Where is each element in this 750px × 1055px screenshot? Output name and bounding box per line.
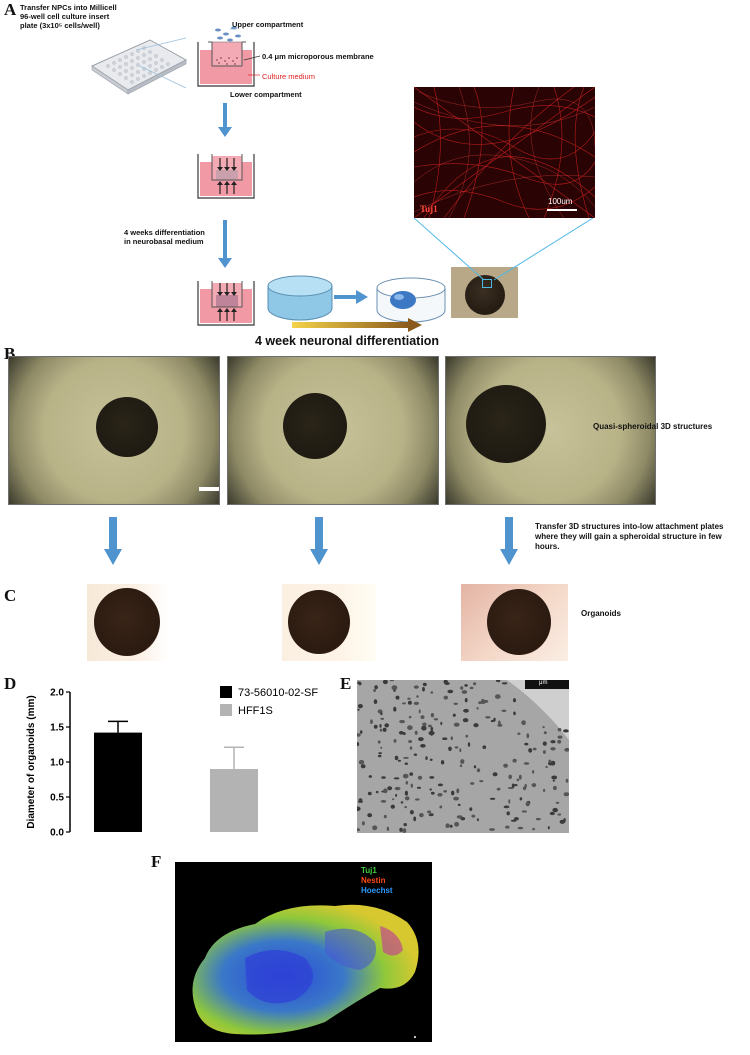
dish-with-organoid-illustration	[376, 277, 446, 323]
bar-2	[210, 769, 258, 832]
organoid-2	[288, 590, 350, 654]
immunofluorescence-image: Tuj1 Nestin Hoechst	[175, 862, 432, 1042]
right-arrow	[334, 290, 368, 304]
transfer-line-2: where they will gain a spheroidal struct…	[535, 532, 722, 541]
panel-label-c: C	[4, 586, 17, 605]
culture-dish-illustration	[267, 275, 333, 321]
organoid-brightfield-small	[451, 267, 518, 318]
upper-compartment-label: Upper compartment	[232, 20, 304, 29]
y-tick-label: 2.0	[50, 688, 64, 699]
insert-well-3	[197, 281, 255, 326]
brightfield-image-1	[8, 356, 220, 505]
down-arrow-1	[218, 103, 232, 137]
legend-label-1: 73-56010-02-SF	[238, 687, 318, 699]
y-tick-label: 0.0	[50, 828, 64, 839]
legend-hoechst: Hoechst	[361, 886, 393, 895]
legend-label-2: HFF1S	[238, 705, 273, 717]
step1-line-2: 96-well cell culture insert	[20, 12, 110, 21]
organoid-photo-2	[282, 584, 376, 661]
y-tick-label: 1.0	[50, 758, 64, 769]
y-tick-label: 0.5	[50, 793, 64, 804]
panel-label-d: D	[4, 674, 17, 693]
step1-text: Transfer NPCs into Millicell 96-well cel…	[20, 3, 117, 30]
histology-scale-text: μm	[539, 680, 548, 686]
legend-swatch-1	[220, 686, 232, 698]
panel-label-e: E	[340, 674, 352, 693]
differentiation-caption: 4 week neuronal differentiation	[255, 334, 440, 348]
diff-line-1: 4 weeks differentiation	[124, 228, 205, 237]
quasi-spheroidal-caption: Quasi-spheroidal 3D structures	[593, 422, 713, 431]
panel-label-f: F	[151, 852, 162, 871]
insert-well-1	[197, 26, 255, 87]
histology-texture	[357, 680, 569, 833]
label-leaders	[230, 28, 261, 76]
structure-blob-2	[283, 393, 347, 459]
histology-image: μm	[357, 680, 569, 833]
transfer-line-3: hours.	[535, 542, 560, 551]
if-legend: Tuj1 Nestin Hoechst	[361, 866, 393, 896]
lower-compartment-label: Lower compartment	[230, 90, 302, 99]
panel-label-b: B	[4, 344, 16, 363]
legend-nestin: Nestin	[361, 876, 386, 885]
structure-blob-1	[96, 397, 158, 457]
membrane-label: 0.4 μm microporous membrane	[262, 52, 374, 61]
organoid-1	[94, 588, 160, 656]
tuj1-fibers	[414, 87, 595, 218]
tuj1-stain-image: Tuj1 100um	[414, 87, 595, 218]
y-axis-label: Diameter of organoids (mm)	[26, 695, 37, 828]
diff-line-2: in neurobasal medium	[124, 237, 204, 246]
zoom-lines	[414, 218, 594, 281]
organoid-3	[487, 589, 551, 655]
organoid-photo-1	[87, 584, 170, 661]
down-arrow-b-2	[310, 517, 328, 565]
gradient-arrow	[292, 318, 422, 332]
down-arrow-2	[218, 220, 232, 268]
differentiation-text: 4 weeks differentiation in neurobasal me…	[124, 228, 205, 246]
culture-medium-label: Culture medium	[262, 72, 315, 81]
down-arrow-b-1	[104, 517, 122, 565]
step1-line-3: plate (3x10⁵ cells/well)	[20, 21, 100, 30]
organoid-blob-small	[465, 275, 505, 315]
structure-blob-3	[466, 385, 546, 463]
zoom-box	[482, 279, 492, 288]
scale-bar-label: 100um	[548, 197, 573, 206]
legend-swatch-2	[220, 704, 232, 716]
y-tick-label: 1.5	[50, 723, 64, 734]
organoids-caption: Organoids	[581, 609, 622, 618]
insert-well-2	[197, 154, 255, 199]
scale-bar-line	[547, 209, 577, 211]
organoid-photo-3	[461, 584, 568, 661]
legend-tuj1: Tuj1	[361, 866, 377, 875]
if-organoid	[192, 904, 419, 1038]
scale-bar-b	[199, 487, 219, 491]
brightfield-image-2	[227, 356, 439, 505]
panel-label-a: A	[4, 0, 17, 19]
transfer-text: Transfer 3D structures into-low attachme…	[535, 522, 724, 552]
tuj1-label: Tuj1	[420, 204, 438, 214]
down-arrow-b-3	[500, 517, 518, 565]
bar-1	[94, 732, 142, 832]
transfer-line-1: Transfer 3D structures into-low attachme…	[535, 522, 724, 531]
multiwell-plate-illustration	[90, 37, 188, 95]
step1-line-1: Transfer NPCs into Millicell	[20, 3, 117, 12]
histology-scale-box	[525, 680, 569, 689]
brightfield-image-3	[445, 356, 656, 505]
